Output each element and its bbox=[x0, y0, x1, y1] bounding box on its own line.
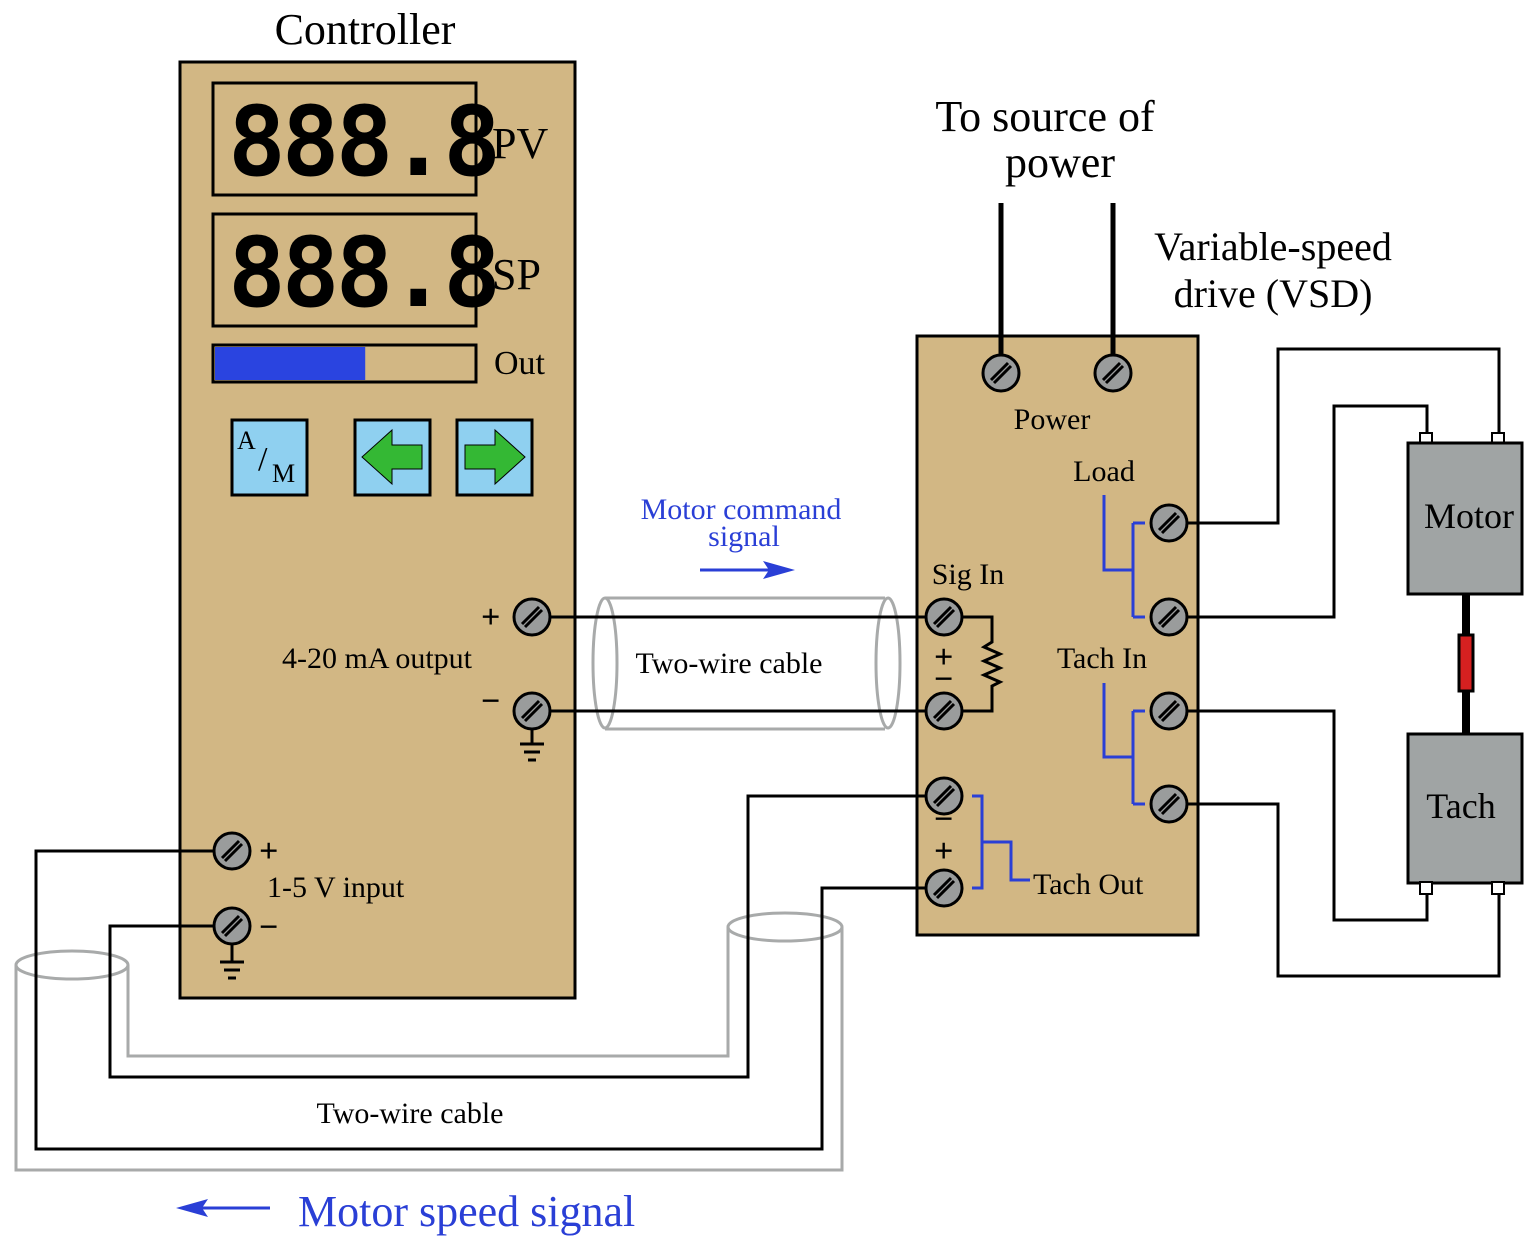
tach-out-label: Tach Out bbox=[1033, 868, 1144, 901]
sp-display-digits: 888.8 bbox=[228, 217, 497, 329]
tach-out-plus-sign: + bbox=[934, 833, 953, 870]
vsd-title-line1: Variable-speed bbox=[1154, 224, 1392, 269]
sig-in-minus-sign: − bbox=[934, 661, 953, 698]
input-plus-terminal[interactable] bbox=[212, 831, 252, 871]
tach: Tach bbox=[1406, 732, 1524, 895]
sig-in-minus-terminal[interactable] bbox=[924, 691, 964, 731]
pv-display bbox=[211, 81, 478, 197]
output-minus-sign: − bbox=[481, 683, 500, 720]
tach-in-terminal-1[interactable] bbox=[1149, 691, 1189, 731]
motor-label: Motor bbox=[1424, 496, 1514, 536]
pv-label: PV bbox=[492, 119, 548, 168]
right-arrow-icon bbox=[464, 428, 526, 486]
output-bar-fill bbox=[215, 347, 366, 380]
load-bracket bbox=[1102, 495, 1145, 619]
controller-title: Controller bbox=[275, 5, 456, 54]
tach-label: Tach bbox=[1426, 786, 1495, 826]
sig-in-plus-sign: + bbox=[934, 639, 953, 676]
output-plus-sign: + bbox=[481, 599, 500, 636]
decrease-button[interactable] bbox=[353, 418, 432, 497]
speed-signal-arrow-icon bbox=[176, 1199, 270, 1217]
am-slash: / bbox=[258, 441, 268, 478]
motor: Motor bbox=[1406, 432, 1524, 596]
command-signal-line2: signal bbox=[708, 520, 780, 553]
input-plus-sign: + bbox=[259, 833, 278, 870]
tach-in-bracket bbox=[1102, 683, 1145, 806]
speed-signal-label: Motor speed signal bbox=[298, 1187, 635, 1236]
load-terminal-1[interactable] bbox=[1149, 503, 1189, 543]
input-minus-terminal[interactable] bbox=[212, 906, 252, 946]
tach-body bbox=[1406, 732, 1524, 885]
sp-display bbox=[211, 212, 478, 328]
input-label: 1-5 V input bbox=[267, 871, 405, 904]
pv-display-digits: 888.8 bbox=[228, 86, 497, 198]
out-label: Out bbox=[494, 345, 546, 382]
command-signal-arrow-icon bbox=[700, 561, 795, 579]
sig-in-plus-terminal[interactable] bbox=[924, 597, 964, 637]
output-label: 4-20 mA output bbox=[282, 642, 473, 675]
left-arrow-icon bbox=[361, 428, 423, 486]
upper-two-wire-cable bbox=[591, 596, 902, 731]
tach-out-minus-terminal[interactable] bbox=[924, 776, 964, 816]
output-plus-terminal[interactable] bbox=[512, 597, 552, 637]
power-terminal-1[interactable] bbox=[981, 353, 1021, 393]
tach-in-label: Tach In bbox=[1057, 642, 1147, 675]
command-signal-line1: Motor command bbox=[641, 493, 842, 526]
auto-manual-button[interactable]: A / M bbox=[230, 418, 309, 497]
sig-in-resistor bbox=[962, 615, 1004, 713]
load-label: Load bbox=[1073, 455, 1135, 488]
upper-cable-label: Two-wire cable bbox=[636, 647, 823, 680]
tach-in-terminal-2[interactable] bbox=[1149, 784, 1189, 824]
lower-two-wire-cable bbox=[14, 911, 844, 1172]
vsd: Variable-speed drive (VSD) Power Load Si… bbox=[915, 224, 1392, 937]
vsd-panel bbox=[915, 334, 1200, 937]
shaft-coupling bbox=[1457, 594, 1475, 735]
sp-label: SP bbox=[492, 250, 541, 299]
vsd-title-line2: drive (VSD) bbox=[1174, 271, 1373, 316]
tach-out-plus-terminal[interactable] bbox=[924, 868, 964, 908]
increase-button[interactable] bbox=[455, 418, 534, 497]
load-terminal-2[interactable] bbox=[1149, 597, 1189, 637]
power-source-line2: power bbox=[1005, 138, 1115, 187]
lower-cable-label: Two-wire cable bbox=[317, 1097, 504, 1130]
am-top-label: A bbox=[237, 426, 256, 455]
am-bottom-label: M bbox=[272, 459, 295, 488]
power-label: Power bbox=[1014, 403, 1091, 436]
output-minus-terminal[interactable] bbox=[512, 691, 552, 731]
power-source-line1: To source of bbox=[935, 92, 1155, 141]
tach-out-bracket bbox=[972, 794, 1030, 890]
sig-in-label: Sig In bbox=[932, 558, 1005, 591]
power-terminal-2[interactable] bbox=[1093, 353, 1133, 393]
input-minus-sign: − bbox=[259, 909, 278, 946]
